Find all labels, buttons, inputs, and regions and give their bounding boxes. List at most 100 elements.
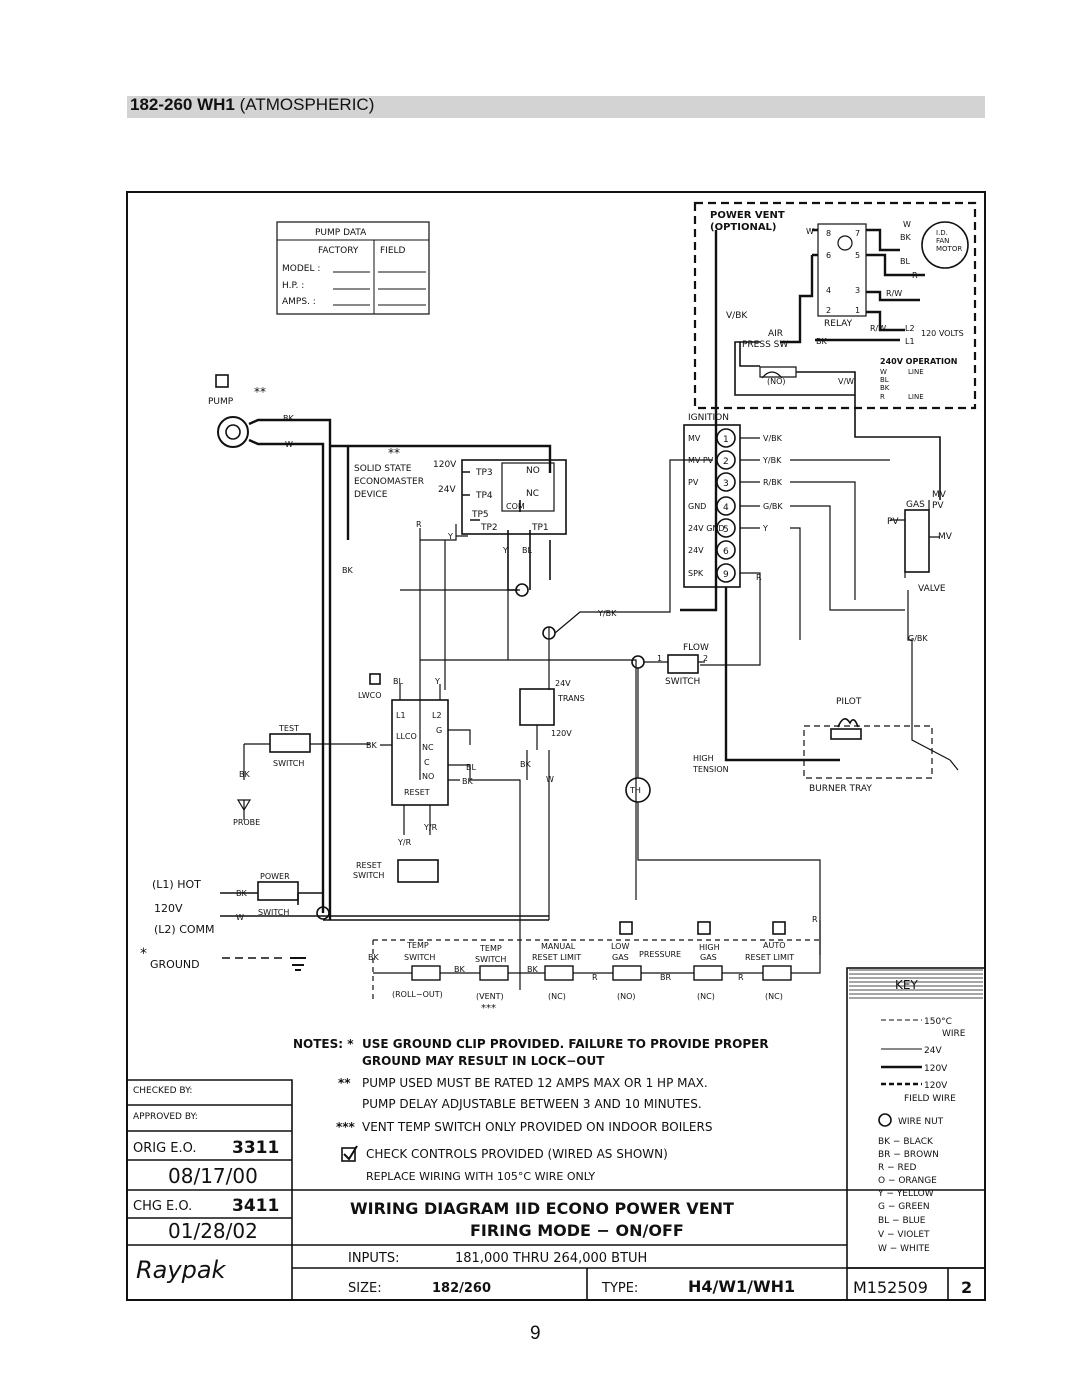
relay-pin: 2 — [826, 306, 831, 315]
ignition-pin-num: 2 — [723, 457, 729, 467]
key-color: BL − BLUE — [878, 1216, 926, 1226]
econo-no: NO — [526, 466, 540, 476]
lwco-llco: LLCO — [396, 732, 417, 741]
key-color: Y − YELLOW — [877, 1189, 934, 1199]
trans-v120: 120V — [551, 729, 572, 738]
key-color: V − VIOLET — [878, 1230, 930, 1240]
test-switch — [269, 733, 311, 753]
page-number: 9 — [530, 1323, 541, 1344]
pump-data-factory: FACTORY — [318, 246, 359, 256]
l2-comm-label: (L2) COMM — [154, 923, 215, 936]
ignition-pin-wire: V/BK — [763, 434, 783, 443]
op240-label: 240V OPERATION — [880, 357, 957, 366]
high-tension-label: HIGH — [693, 754, 714, 763]
econo-tp5: TP5 — [471, 510, 489, 520]
ignition-pin-num: 3 — [723, 479, 729, 489]
key-wire: WIRE — [942, 1029, 966, 1039]
econo-tp2: TP2 — [480, 523, 498, 533]
ignition-pin-label: 24V GND — [688, 524, 725, 533]
air-press-label: PRESS SW — [742, 340, 788, 350]
econo-tp4: TP4 — [475, 491, 493, 501]
ground-label: GROUND — [150, 958, 200, 971]
pump-data-table — [276, 221, 430, 315]
fan-motor-icon — [921, 221, 969, 269]
raypak-logo: Raypak — [136, 1256, 227, 1284]
ground-star: * — [140, 946, 147, 962]
power-vent-optional: (OPTIONAL) — [710, 222, 777, 233]
burner-tray-label: BURNER TRAY — [809, 784, 872, 794]
pump-icon — [217, 416, 249, 448]
key-color: W − WHITE — [878, 1244, 930, 1254]
limit-label: SWITCH — [404, 953, 435, 962]
ignition-pin-wire: G/BK — [763, 502, 783, 511]
pump-checkbox — [215, 374, 229, 388]
trans-v24: 24V — [555, 679, 571, 688]
fan-motor-label: FAN — [936, 237, 949, 245]
drawing-subtitle: FIRING MODE − ON/OFF — [470, 1221, 684, 1240]
relay-pin: 5 — [855, 251, 860, 260]
wire-label: BK — [520, 760, 531, 769]
valve-pv: PV — [932, 501, 944, 511]
ignition-pin-label: MV PV — [688, 456, 714, 465]
econo-tp3: TP3 — [475, 468, 493, 478]
relay-pin: 6 — [826, 251, 831, 260]
wire-label: R — [592, 973, 598, 982]
notes-title: NOTES: * — [293, 1037, 354, 1051]
limit-note: (NO) — [617, 992, 636, 1001]
lwco-g: G — [436, 726, 442, 735]
trans-label: TRANS — [557, 694, 585, 703]
ignition-pin-label: PV — [688, 478, 699, 487]
flow-switch-label: SWITCH — [665, 677, 700, 687]
reset-switch-label: SWITCH — [353, 871, 384, 880]
valve-pv2: PV — [887, 517, 899, 527]
ignition-pin-num: 6 — [723, 547, 729, 557]
wire-label: BK — [236, 889, 247, 898]
wire-label: W — [903, 220, 911, 229]
key-120v: 120V — [924, 1064, 948, 1074]
key-wire-nut: WIRE NUT — [898, 1117, 944, 1127]
wire-label: G/BK — [908, 634, 928, 643]
econo-v24: 24V — [438, 485, 456, 495]
key-150: 150°C — [924, 1017, 952, 1027]
size-label: SIZE: — [348, 1281, 382, 1296]
wire-label: BK — [368, 953, 379, 962]
note-line: REPLACE WIRING WITH 105°C WIRE ONLY — [366, 1170, 595, 1183]
pump-data-row: MODEL : — [282, 264, 320, 274]
inputs-value: 181,000 THRU 264,000 BTUH — [455, 1251, 647, 1266]
pump-data-field: FIELD — [380, 246, 406, 256]
wire-label: Y/R — [397, 838, 412, 847]
key-field-wire: FIELD WIRE — [904, 1094, 956, 1104]
wire-label: BK — [527, 965, 538, 974]
power-label: POWER — [260, 872, 290, 881]
wire-label: V/W — [838, 377, 854, 386]
page-heading: 182-260 WH1 (ATMOSPHERIC) — [130, 95, 374, 115]
lwco-l2: L2 — [432, 711, 442, 720]
l1-hot-label: (L1) HOT — [152, 878, 201, 891]
limit-label: TEMP — [479, 944, 502, 953]
wire-label: BK — [366, 741, 377, 750]
key-color: G − GREEN — [878, 1202, 930, 1212]
reset-switch-label: RESET — [356, 861, 382, 870]
note-line: CHECK CONTROLS PROVIDED (WIRED AS SHOWN) — [366, 1147, 668, 1161]
econo-master-device — [461, 459, 567, 535]
wire-label: L1 — [905, 337, 915, 346]
wire-label: BK — [454, 965, 465, 974]
lwco-l1: L1 — [396, 711, 406, 720]
ignition-pin-num: 1 — [723, 435, 729, 445]
drawing-title: WIRING DIAGRAM IID ECONO POWER VENT — [350, 1199, 734, 1218]
chg-date: 01/28/02 — [168, 1219, 258, 1243]
wire-label: BK — [342, 566, 353, 575]
pilot-icon — [830, 728, 862, 740]
chg-eo-number: 3411 — [232, 1196, 279, 1216]
volts-label: 120 VOLTS — [921, 329, 964, 338]
wire-label: W — [285, 440, 293, 449]
chg-eo-label: CHG E.O. — [133, 1199, 192, 1214]
ignition-pin-num: 9 — [723, 570, 729, 580]
econo-v120: 120V — [433, 460, 457, 470]
note-line: USE GROUND CLIP PROVIDED. FAILURE TO PRO… — [362, 1037, 769, 1051]
power-vent-title: POWER VENT — [710, 210, 785, 221]
wire-label: R — [416, 520, 422, 529]
econo-line: SOLID STATE — [354, 464, 412, 474]
econo-line: ECONOMASTER — [354, 477, 424, 487]
